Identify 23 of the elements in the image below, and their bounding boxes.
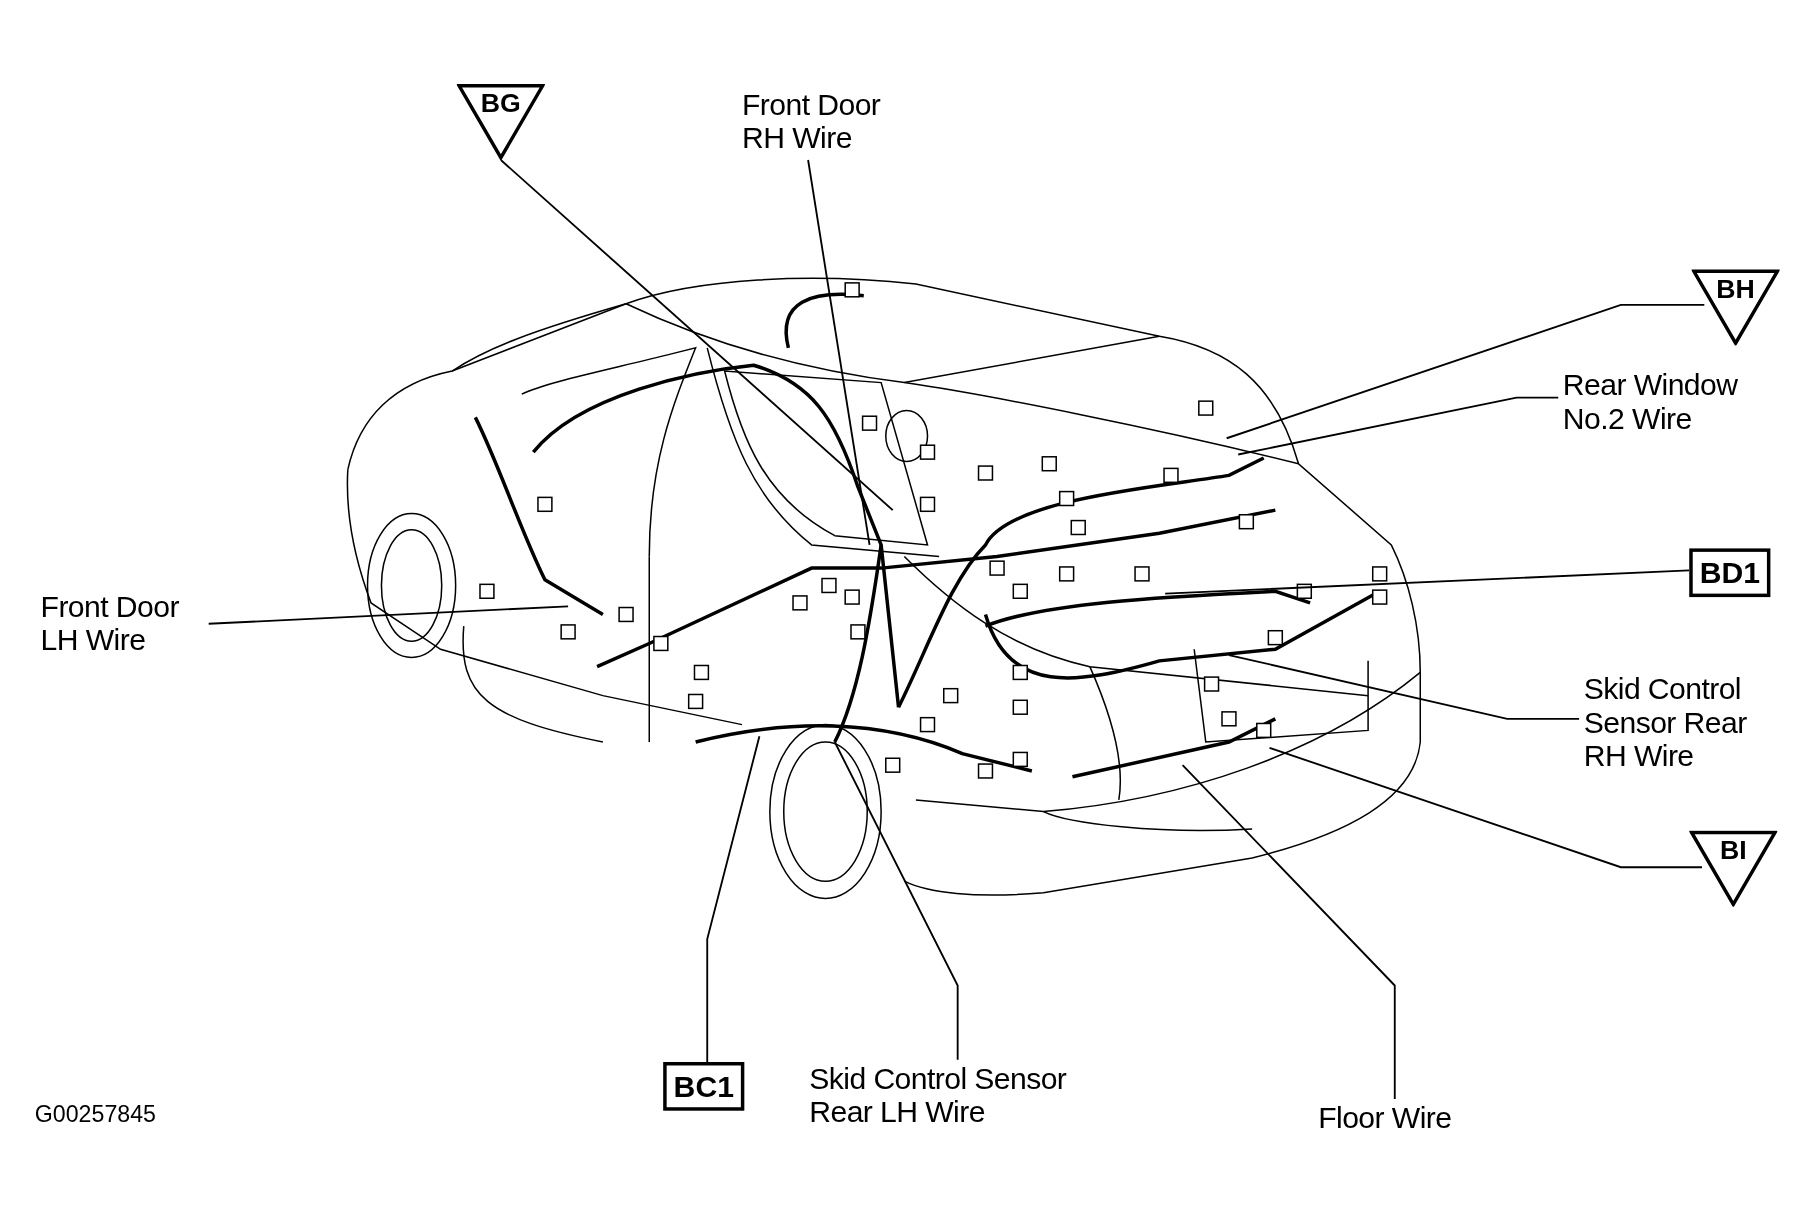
wire-label: Front Door LH Wire <box>40 590 203 658</box>
leader-line <box>1228 654 1581 720</box>
wire-label: Floor Wire <box>1318 1101 1504 1136</box>
leader-line <box>833 741 959 1061</box>
connector-code: BH <box>1715 273 1756 304</box>
wire-label: Skid Control Sensor Rear LH Wire <box>809 1062 1134 1130</box>
leader-line <box>1225 304 1706 440</box>
figure-number: G00257845 <box>34 1101 156 1129</box>
leader-line <box>1181 764 1396 1101</box>
leader-line <box>706 735 761 1063</box>
wire-label: Front Door RH Wire <box>742 88 905 156</box>
connector-code: BI <box>1718 834 1748 865</box>
connector-code-box: BD1 <box>1689 548 1771 598</box>
leader-line <box>1268 746 1703 869</box>
connector-code-box: BC1 <box>663 1062 745 1111</box>
leader-line <box>807 159 871 546</box>
leader-line <box>1237 396 1560 456</box>
leader-line <box>1164 569 1691 595</box>
connector-code: BG <box>479 88 522 119</box>
wire-label: Rear Window No.2 Wire <box>1562 368 1795 436</box>
wire-label: Skid Control Sensor Rear RH Wire <box>1583 672 1776 774</box>
leader-line <box>207 605 570 625</box>
leader-line <box>499 159 894 512</box>
